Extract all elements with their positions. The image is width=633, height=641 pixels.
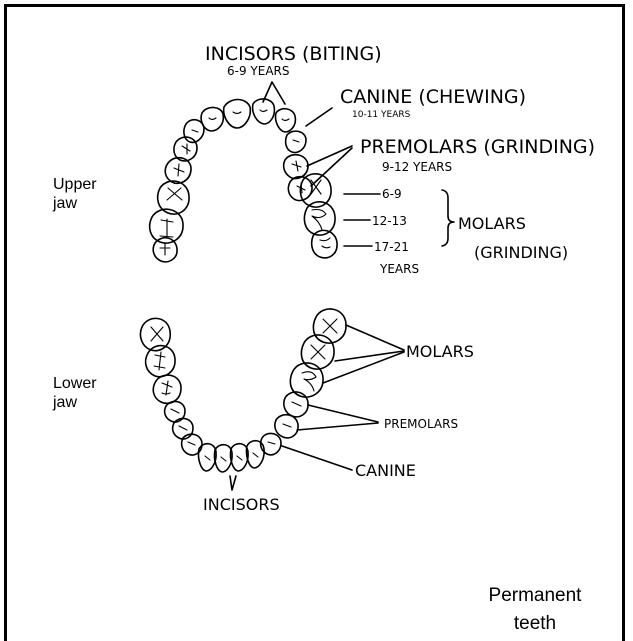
upper-canine-right xyxy=(286,131,306,152)
label-upper-canine: CANINE (CHEWING) xyxy=(340,86,526,108)
lower-premolar-right-1 xyxy=(275,415,298,438)
label-upper-canine-age: 10-11 YEARS xyxy=(352,110,411,120)
label-upper-incisors: INCISORS (BITING) xyxy=(205,43,382,65)
label-upper-molars: MOLARS xyxy=(458,214,526,233)
upper-jaw-label-line1: Upper xyxy=(53,175,97,194)
lower-canine-right xyxy=(261,433,281,454)
lower-jaw-label-line2: jaw xyxy=(53,393,97,412)
lower-jaw-label: Lower jaw xyxy=(53,374,97,412)
label-upper-molar-age-1: 6-9 xyxy=(382,187,402,201)
label-upper-premolars: PREMOLARS (GRINDING) xyxy=(360,136,595,158)
label-lower-molars: MOLARS xyxy=(406,342,474,361)
label-lower-canine: CANINE xyxy=(355,461,416,480)
lower-premolar-left-2 xyxy=(173,418,193,439)
caption-line1: Permanent xyxy=(470,582,600,610)
lower-teeth xyxy=(140,309,346,472)
upper-jaw-label: Upper jaw xyxy=(53,175,97,213)
label-lower-incisors: INCISORS xyxy=(203,495,280,514)
label-lower-premolars: PREMOLARS xyxy=(384,417,458,431)
label-upper-incisors-age: 6-9 YEARS xyxy=(227,64,290,78)
label-upper-premolars-age: 9-12 YEARS xyxy=(382,160,452,174)
label-upper-molar-years: YEARS xyxy=(379,262,419,276)
diagram-caption: Permanent teeth xyxy=(470,582,600,638)
lower-premolar-right-2 xyxy=(284,392,308,417)
lower-jaw-label-line1: Lower xyxy=(53,374,97,393)
upper-premolar-right-1 xyxy=(284,155,308,179)
label-upper-molar-age-2: 12-13 xyxy=(372,214,407,228)
upper-jaw-label-line2: jaw xyxy=(53,194,97,213)
label-upper-molars-function: (GRINDING) xyxy=(474,243,568,262)
label-upper-molar-age-3: 17-21 xyxy=(374,240,409,254)
caption-line2: teeth xyxy=(470,610,600,638)
